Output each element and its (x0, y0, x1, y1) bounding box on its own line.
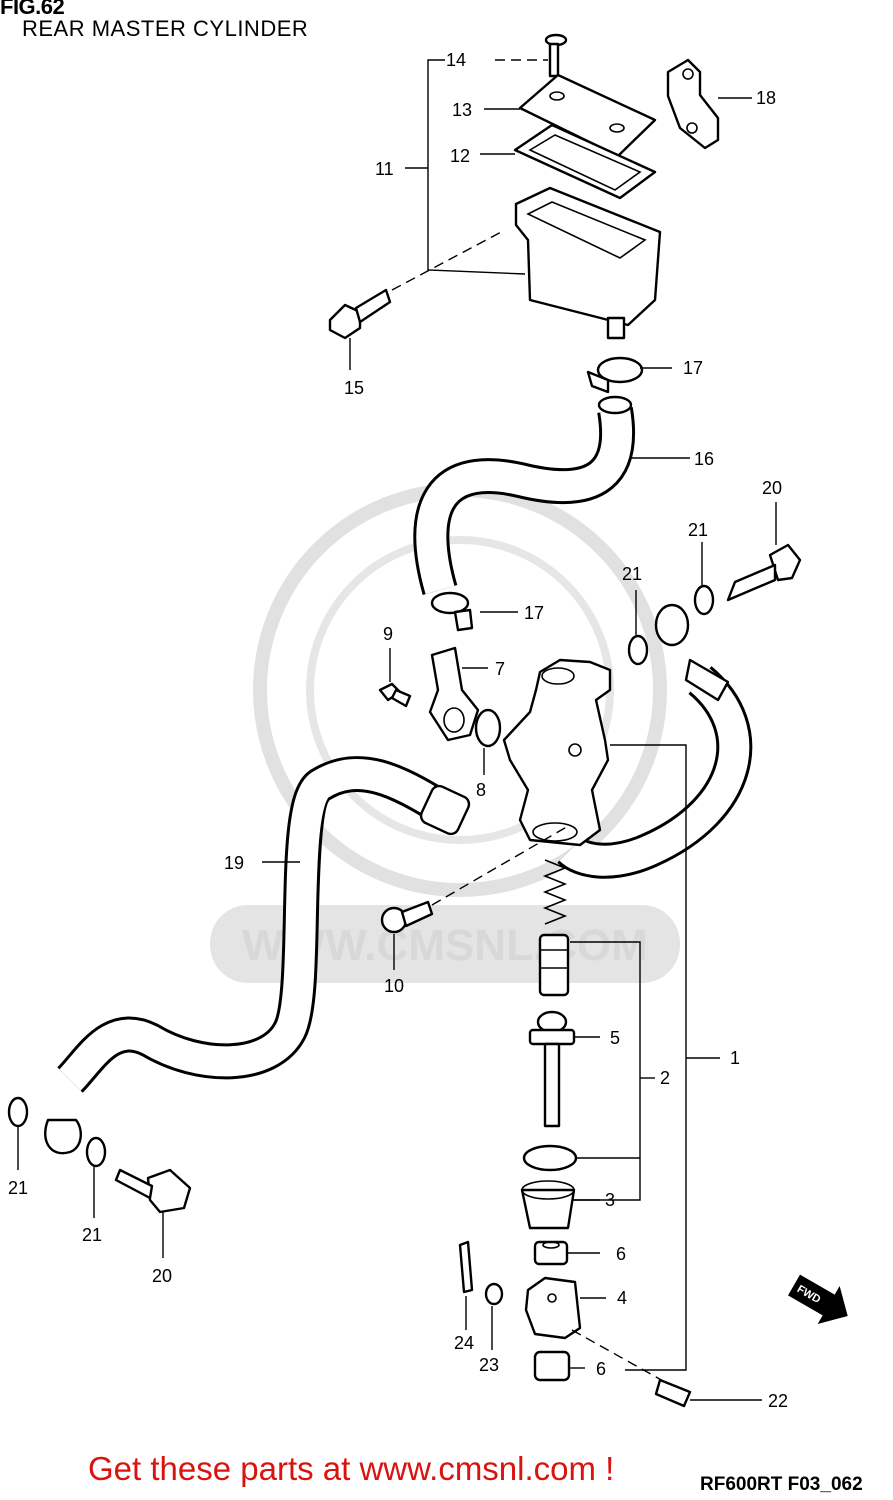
part-5-push-rod (528, 1010, 600, 1128)
callout-label: 19 (224, 853, 244, 873)
callout-label: 20 (762, 478, 782, 498)
part-21-washer-upper-a (693, 542, 715, 616)
forward-direction-badge: FWD (788, 1274, 848, 1325)
callout-label: 23 (479, 1355, 499, 1375)
part-4-clevis (524, 1276, 666, 1383)
part-19-hose (44, 756, 471, 1155)
part-9-screw (378, 648, 412, 708)
callout-label: 21 (622, 564, 642, 584)
part-17-clamp-upper (586, 356, 672, 394)
callout-labels: 14 18 13 12 11 15 17 16 20 21 21 17 9 7 … (8, 50, 788, 1411)
callout-label: 9 (383, 624, 393, 644)
callout-label: 6 (596, 1359, 606, 1379)
part-1-master-cylinder-body (502, 658, 720, 1371)
part-3-boot (520, 1180, 600, 1230)
callout-label: 21 (8, 1178, 28, 1198)
callout-label: 13 (452, 100, 472, 120)
figure-title: REAR MASTER CYLINDER (22, 16, 309, 41)
part-18-bracket (666, 58, 752, 150)
part-6-nut-upper (533, 1240, 600, 1266)
part-21-washer-upper-b (627, 590, 649, 666)
part-22-pin (654, 1378, 762, 1408)
part-23-washer (484, 1282, 504, 1350)
part-6-nut-lower (533, 1350, 585, 1382)
part-15-bolt (328, 288, 392, 370)
callout-label: 15 (344, 378, 364, 398)
part-20-banjo-bolt-lower (114, 1168, 192, 1258)
callout-label: 16 (694, 449, 714, 469)
callout-label: 24 (454, 1333, 474, 1353)
callout-label: 8 (476, 780, 486, 800)
part-21-washer-lower-a (7, 1096, 29, 1170)
callout-label: 17 (524, 603, 544, 623)
part-12-diaphragm (480, 123, 657, 200)
part-17-clamp-lower (430, 591, 518, 632)
part-10-bolt (380, 824, 571, 970)
part-14-screw (544, 33, 568, 78)
part-circlip (522, 1144, 578, 1172)
part-16-hose (413, 395, 690, 595)
callout-label: 14 (446, 50, 466, 70)
part-8-o-ring (474, 708, 502, 775)
part-24-cotter-pin (458, 1240, 474, 1330)
part-7-elbow-fitting (428, 646, 488, 742)
callout-label: 1 (730, 1048, 740, 1068)
brake-hose-right (557, 603, 753, 879)
callout-label: 21 (82, 1225, 102, 1245)
callout-label: 2 (660, 1068, 670, 1088)
callout-label: 21 (688, 520, 708, 540)
callout-label: 5 (610, 1028, 620, 1048)
part-11-reservoir-body (514, 186, 662, 340)
callout-label: 6 (616, 1244, 626, 1264)
callout-label: 4 (617, 1288, 627, 1308)
part-21-washer-lower-b (85, 1136, 107, 1218)
callout-label: 18 (756, 88, 776, 108)
callout-label: 11 (375, 159, 394, 179)
figure-number: FIG.62 (0, 0, 65, 19)
callout-label: 22 (768, 1391, 788, 1411)
group-bracket-11 (391, 59, 548, 291)
drawing-code: RF600RT F03_062 (700, 1474, 863, 1495)
callout-label: 3 (605, 1190, 615, 1210)
callout-label: 7 (495, 659, 505, 679)
part-20-banjo-bolt-upper (726, 502, 802, 602)
callout-label: 10 (384, 976, 404, 996)
cmsnl-parts-link[interactable]: Get these parts at www.cmsnl.com ! (88, 1450, 615, 1487)
callout-label: 17 (683, 358, 703, 378)
callout-label: 20 (152, 1266, 172, 1286)
callout-label: 12 (450, 146, 470, 166)
part-piston-spring (538, 859, 655, 1201)
